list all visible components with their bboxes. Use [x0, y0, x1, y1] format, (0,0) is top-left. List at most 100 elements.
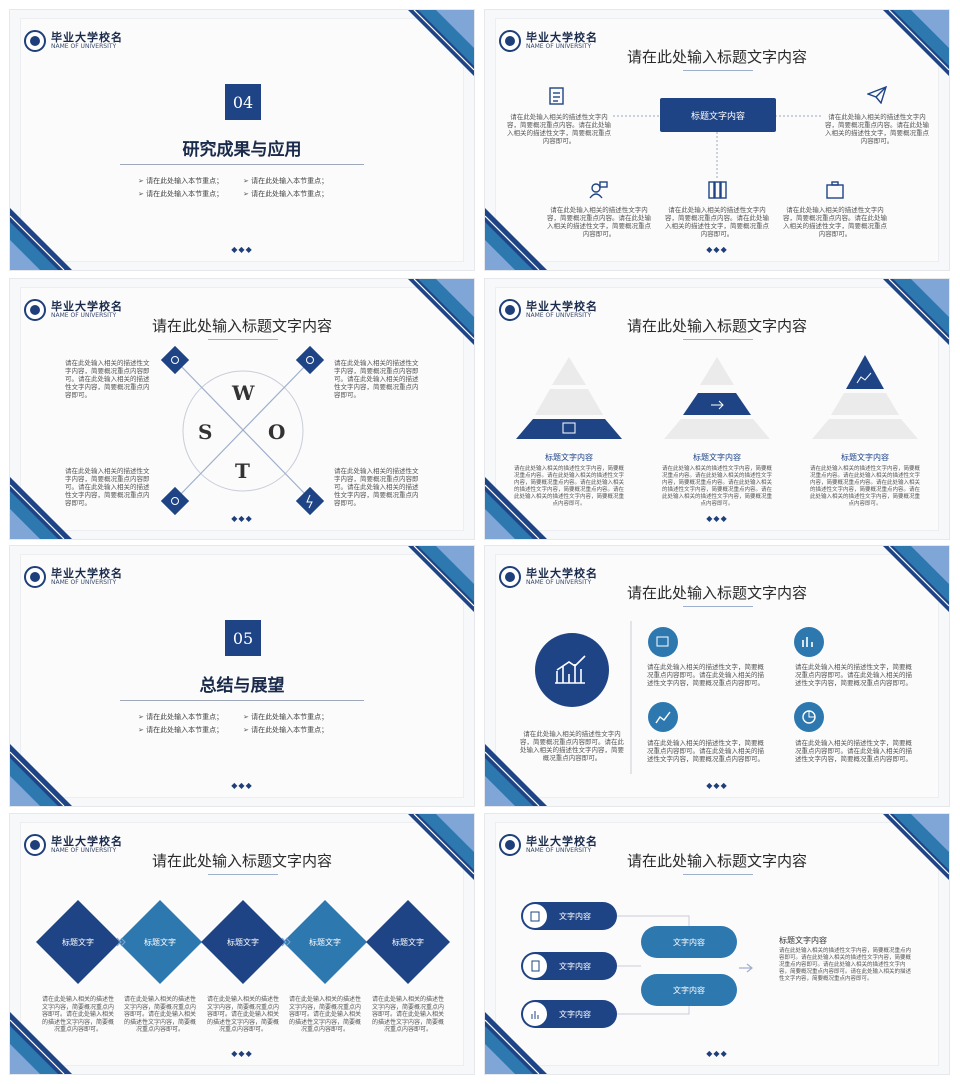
- seal-icon: [24, 566, 46, 588]
- nav-dots: ◆◆◆: [231, 1049, 253, 1058]
- logo-name: 毕业大学校名: [51, 834, 123, 848]
- bullet-item: 请在此处输入本节重点；: [243, 712, 348, 722]
- pyramid-2-label: 标题文字内容: [693, 453, 741, 462]
- slide-title: 请在此处输入标题文字内容: [626, 317, 807, 335]
- document-icon: [523, 954, 547, 978]
- logo-sub: NAME OF UNIVERSITY: [526, 42, 592, 50]
- logo-name: 毕业大学校名: [526, 299, 598, 313]
- nav-dots: ◆◆◆: [231, 514, 253, 523]
- bullet-item: 请在此处输入本节重点；: [138, 712, 243, 722]
- flow-middle-pill-2: 文字内容: [641, 974, 737, 1006]
- section-title: 研究成果与应用: [182, 140, 302, 160]
- slide-title: 请在此处输入标题文字内容: [626, 852, 807, 870]
- swot-text-bottom-right: 请在此处输入相关的描述性文字内容，简要概况重点内容即可。请在此处输入相关的描述性…: [334, 467, 419, 507]
- pyramid-1-label: 标题文字内容: [545, 453, 593, 462]
- swot-letter-t: T: [235, 459, 250, 483]
- nav-dots: ◆◆◆: [706, 514, 728, 523]
- flow-result-title: 标题文字内容: [779, 936, 827, 945]
- seal-icon: [24, 30, 46, 52]
- swot-letter-s: S: [198, 420, 213, 444]
- slide-title: 请在此处输入标题文字内容: [626, 584, 807, 602]
- step-4-label: 标题文字: [309, 938, 341, 947]
- flow-pill-1-label: 文字内容: [559, 911, 591, 921]
- nav-dots: ◆◆◆: [231, 245, 253, 254]
- flow-connectors: [617, 915, 753, 1015]
- nav-dots: ◆◆◆: [231, 781, 253, 790]
- logo-sub: NAME OF UNIVERSITY: [526, 846, 592, 854]
- divider: [120, 164, 364, 165]
- pyramid-1-text: 请在此处输入相关的描述性文字内容，简要概况重点内容。请在此处输入相关的描述性文字…: [513, 466, 624, 507]
- slide-frame: [20, 554, 464, 798]
- corner-decoration: [408, 546, 474, 612]
- desc-bottom-1: 请在此处输入相关的描述性文字内容，简要概况重点内容。请在此处输入相关的描述性文字…: [547, 206, 651, 238]
- seal-icon: [24, 834, 46, 856]
- item-2-text: 请在此处输入相关的描述性文字，简要概况重点内容即可。请在此处输入相关的描述性文字…: [795, 663, 912, 687]
- bullet-list: 请在此处输入本节重点；请在此处输入本节重点； 请在此处输入本节重点；请在此处输入…: [138, 712, 348, 735]
- desc-top-right: 请在此处输入相关的描述性文字内容，简要概况重点内容。请在此处输入相关的描述性文字…: [825, 113, 929, 145]
- slide-title: 请在此处输入标题文字内容: [626, 48, 807, 66]
- title-underline: [683, 874, 753, 875]
- logo-name: 毕业大学校名: [526, 834, 598, 848]
- title-underline: [208, 874, 278, 875]
- logo-sub: NAME OF UNIVERSITY: [51, 311, 117, 319]
- logo-name: 毕业大学校名: [51, 566, 123, 580]
- building-icon: [523, 904, 547, 928]
- pyramid-3-label: 标题文字内容: [841, 453, 889, 462]
- bullet-item: 请在此处输入本节重点；: [138, 176, 243, 186]
- swot-text-top-right: 请在此处输入相关的描述性文字内容，简要概况重点内容即可。请在此处输入相关的描述性…: [334, 359, 419, 399]
- logo-name: 毕业大学校名: [526, 566, 598, 580]
- bullet-item: 请在此处输入本节重点；: [138, 189, 243, 199]
- swot-letter-o: O: [268, 420, 286, 444]
- seal-icon: [24, 299, 46, 321]
- nav-dots: ◆◆◆: [706, 781, 728, 790]
- flow-pill-2-label: 文字内容: [559, 961, 591, 971]
- step-3-text: 请在此处输入相关的描述性文字内容，简要概况重点内容即可。请在此处输入相关的描述性…: [206, 996, 279, 1033]
- bullet-list: 请在此处输入本节重点；请在此处输入本节重点； 请在此处输入本节重点；请在此处输入…: [138, 176, 348, 199]
- left-description: 请在此处输入相关的描述性文字内容，简要概况重点内容即可。请在此处输入相关的描述性…: [520, 730, 624, 762]
- logo-sub: NAME OF UNIVERSITY: [51, 846, 117, 854]
- step-2-label: 标题文字: [144, 938, 176, 947]
- item-4-text: 请在此处输入相关的描述性文字，简要概况重点内容即可。请在此处输入相关的描述性文字…: [795, 739, 912, 763]
- item-1-text: 请在此处输入相关的描述性文字，简要概况重点内容即可。请在此处输入相关的描述性文字…: [647, 663, 764, 687]
- swot-diagram: [160, 345, 325, 516]
- step-1-text: 请在此处输入相关的描述性文字内容，简要概况重点内容即可。请在此处输入相关的描述性…: [41, 996, 114, 1033]
- corner-decoration: [408, 10, 474, 76]
- bullet-item: 请在此处输入本节重点；: [243, 176, 348, 186]
- section-title: 总结与展望: [199, 676, 285, 696]
- briefcase-icon: [826, 181, 844, 199]
- desc-bottom-3: 请在此处输入相关的描述性文字内容，简要概况重点内容。请在此处输入相关的描述性文字…: [783, 206, 887, 238]
- slide-frame: [20, 18, 464, 262]
- step-4-text: 请在此处输入相关的描述性文字内容，简要概况重点内容即可。请在此处输入相关的描述性…: [288, 996, 361, 1033]
- flow-result-text: 请在此处输入相关的描述性文字内容，简要概况重点内容即可。请在此处输入相关的描述性…: [779, 948, 912, 982]
- connector-lines: [613, 115, 823, 180]
- logo-name: 毕业大学校名: [51, 299, 123, 313]
- item-3-text: 请在此处输入相关的描述性文字，简要概况重点内容即可。请在此处输入相关的描述性文字…: [647, 739, 764, 763]
- swot-letter-w: W: [232, 381, 255, 405]
- pyramid-3-text: 请在此处输入相关的描述性文字内容，简要概况重点内容。请在此处输入相关的描述性文字…: [809, 466, 920, 507]
- nav-dots: ◆◆◆: [706, 1049, 728, 1058]
- title-underline: [208, 339, 278, 340]
- flow-pill-2: 文字内容: [521, 952, 617, 980]
- swot-text-top-left: 请在此处输入相关的描述性文字内容，简要概况重点内容即可。请在此处输入相关的描述性…: [65, 359, 150, 399]
- seal-icon: [499, 299, 521, 321]
- binders-icon: [708, 181, 727, 199]
- bullet-item: 请在此处输入本节重点；: [138, 725, 243, 735]
- logo-sub: NAME OF UNIVERSITY: [526, 578, 592, 586]
- logo-name: 毕业大学校名: [51, 30, 123, 44]
- title-underline: [683, 339, 753, 340]
- desc-top-left: 请在此处输入相关的描述性文字内容，简要概况重点内容。请在此处输入相关的描述性文字…: [507, 113, 611, 145]
